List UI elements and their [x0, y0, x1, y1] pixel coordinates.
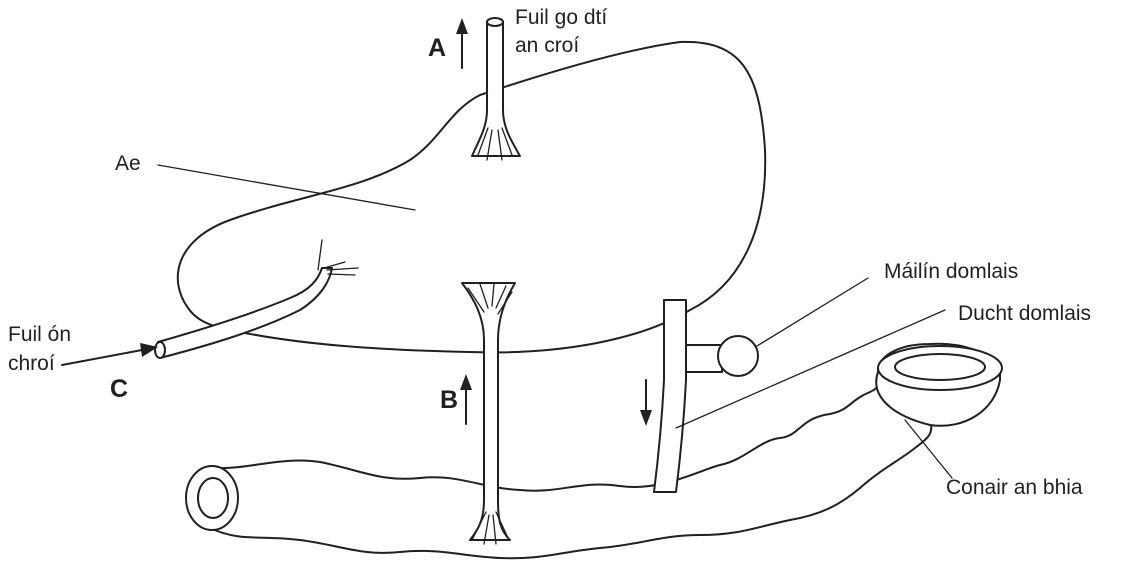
arrow-b-head [460, 374, 472, 390]
arrow-a [456, 18, 468, 68]
gall-bladder-stalk [686, 345, 722, 372]
label-blood-to-heart-line2: an croí [515, 34, 579, 57]
arrow-a-head [456, 18, 468, 34]
bile-duct [654, 300, 686, 492]
letter-a: A [428, 34, 446, 62]
hepatic-artery-opening [155, 342, 165, 358]
arrow-bile [640, 380, 652, 426]
label-liver: Ae [115, 152, 141, 175]
letter-c: C [110, 375, 128, 403]
arrow-bile-head [640, 410, 652, 426]
arrow-c [62, 343, 158, 365]
gall-bladder [718, 336, 758, 376]
letter-b: B [440, 386, 458, 414]
label-food-canal: Conair an bhia [946, 476, 1083, 499]
arrow-b [460, 374, 472, 424]
food-canal [186, 344, 1002, 559]
label-blood-to-heart-line1: Fuil go dtí [515, 6, 607, 29]
label-blood-from-heart-line2: chroí [8, 352, 55, 375]
hepatic-vein-top-opening [487, 18, 503, 26]
label-blood-from-heart-line1: Fuil ón [8, 323, 71, 346]
leader-gall-bladder [757, 278, 868, 346]
label-gall-bladder: Máilín domlais [884, 260, 1018, 283]
food-canal-body [188, 372, 932, 558]
food-canal-left-opening [186, 466, 238, 530]
label-bile-duct: Ducht domlais [958, 302, 1091, 325]
food-canal-right-opening [878, 346, 1002, 390]
